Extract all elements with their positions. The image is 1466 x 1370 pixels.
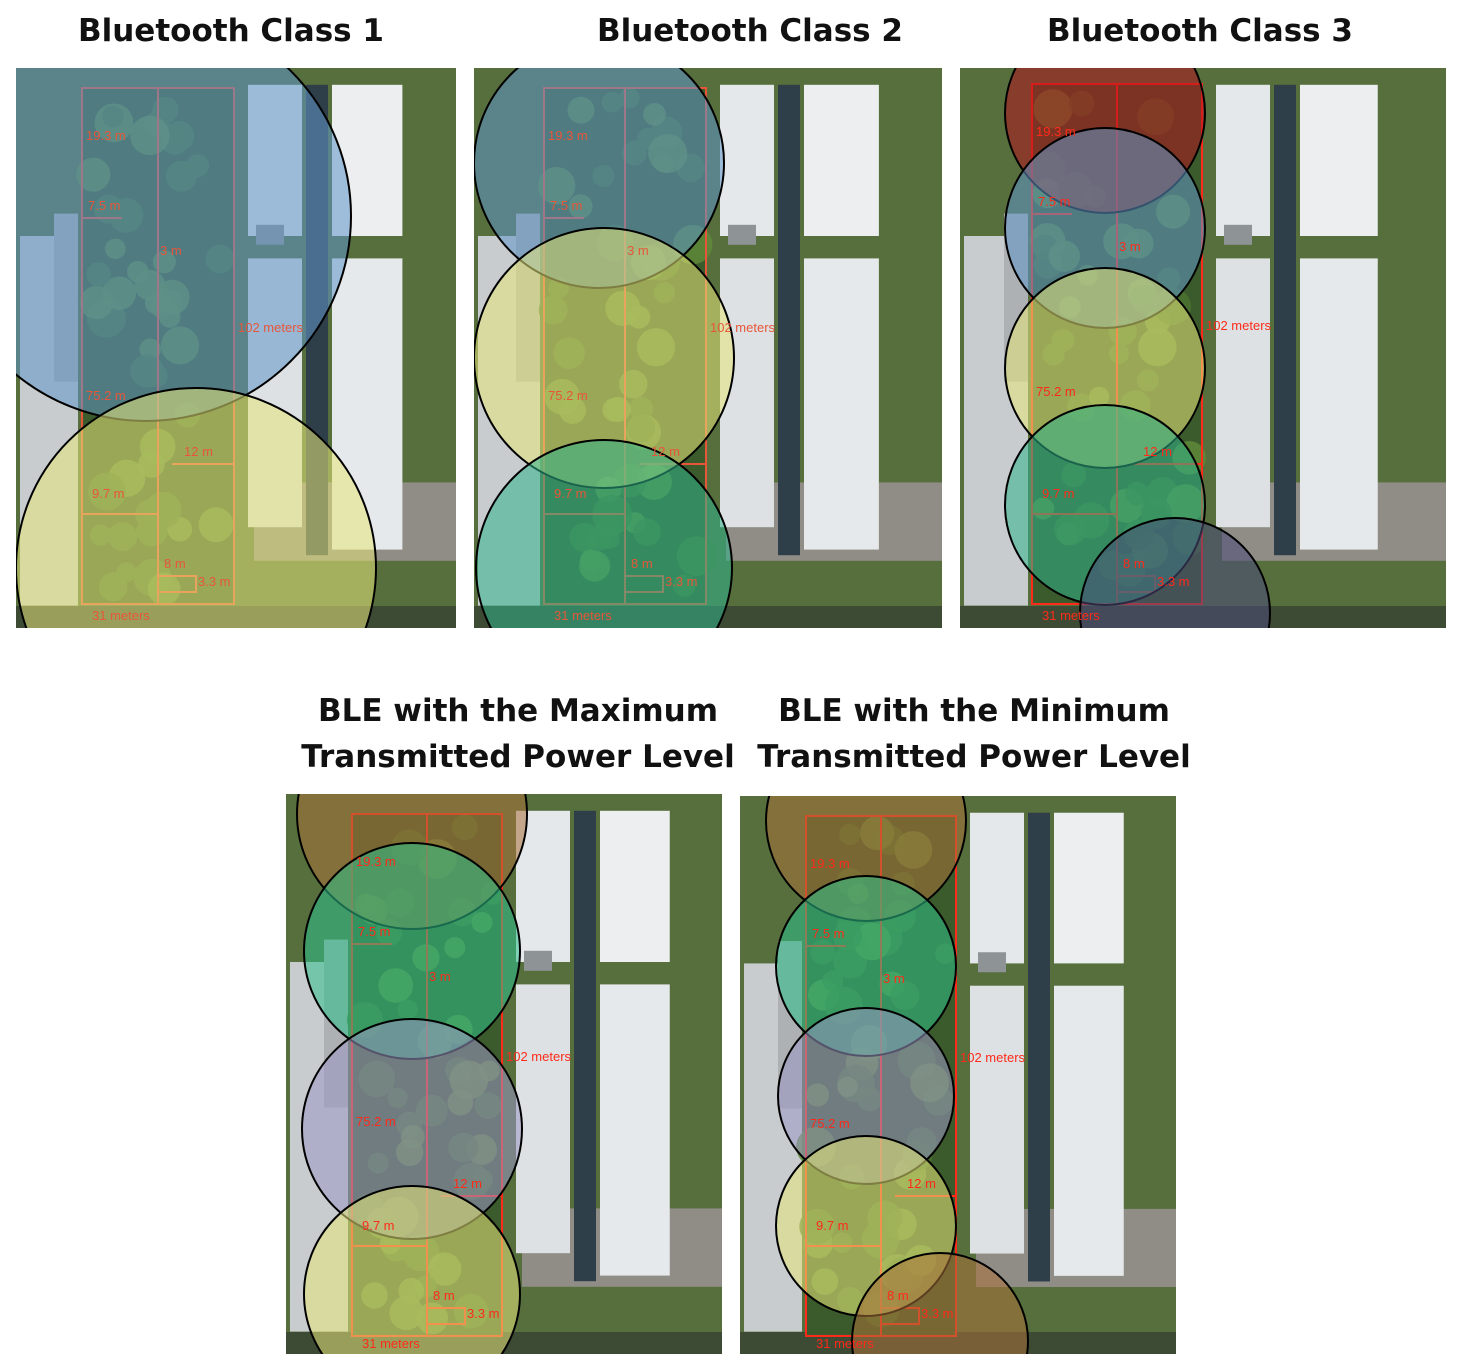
right-building-lower [970,985,1024,1254]
right-building-upper [1216,84,1270,236]
map-panel-class2: 102 meters 31 meters 19.3 m 7.5 m 3 m 75.2 m 1… [474,68,942,628]
measurement-label-length: 102 meters [710,320,776,336]
measurement-label-e: 12 m [1143,444,1172,459]
coverage-circles [296,794,528,1354]
map-panel-class3: 102 meters 31 meters 19.3 m 7.5 m 3 m 75.2 m 1… [960,68,1446,628]
measurement-label-g: 8 m [631,556,653,571]
far-building-upper [804,84,879,236]
measurement-label-f: 9.7 m [92,486,125,501]
measurement-label-width: 31 meters [362,1336,420,1351]
coverage-circles [16,68,377,628]
measurement-label-b: 7.5 m [88,198,121,213]
panel-title-class2: Bluetooth Class 2 [596,13,903,49]
measurement-label-f: 9.7 m [362,1218,395,1233]
measurement-label-b: 7.5 m [358,924,391,939]
panel-title-class1: Bluetooth Class 1 [77,13,384,49]
right-building-upper [970,812,1024,964]
measurement-label-e: 12 m [184,444,213,459]
far-building-lower [804,258,879,550]
solar-strip [574,810,596,1282]
measurement-label-width: 31 meters [816,1336,874,1351]
measurement-label-d: 75.2 m [548,388,588,403]
measurement-label-a: 19.3 m [86,128,126,143]
right-building-lower [516,984,570,1254]
measurement-label-b: 7.5 m [550,198,583,213]
measurement-label-g: 8 m [1123,556,1145,571]
measurement-label-h: 3.3 m [467,1306,500,1321]
measurement-label-width: 31 meters [1042,608,1100,623]
measurement-label-c: 3 m [429,969,451,984]
measurement-label-c: 3 m [160,243,182,258]
aerial-map-svg [960,68,1446,628]
measurement-label-length: 102 meters [960,1050,1026,1065]
coverage-circle-yellow [16,387,377,628]
measurement-label-d: 75.2 m [1036,384,1076,399]
far-building-upper [600,810,670,962]
measurement-label-b: 7.5 m [1038,194,1071,209]
coverage-circle-green [475,439,733,628]
rooftop-unit [728,224,756,245]
rooftop-unit [1224,224,1252,245]
far-building-lower [1054,985,1124,1276]
coverage-circle-brown [851,1252,1029,1354]
measurement-label-a: 19.3 m [1036,124,1076,139]
measurement-label-h: 3.3 m [921,1306,954,1321]
measurement-label-b: 7.5 m [812,926,845,941]
measurement-label-c: 3 m [1119,239,1141,254]
coverage-circles [1004,68,1271,628]
right-building-upper [720,84,774,236]
measurement-label-f: 9.7 m [554,486,587,501]
measurement-label-h: 3.3 m [198,574,231,589]
solar-strip [1274,84,1296,556]
solar-strip [1028,812,1050,1282]
measurement-label-d: 75.2 m [86,388,126,403]
measurement-label-length: 102 meters [238,320,304,336]
coverage-circles [765,796,1029,1354]
coverage-circle-yellow [303,1185,521,1354]
far-building-upper [1054,812,1124,964]
map-panel-ble-max: 102 meters 31 meters 19.3 m 7.5 m 3 m 75.2 m 1… [286,794,722,1354]
map-panel-class1: 102 meters 31 meters 19.3 m 7.5 m 3 m 75.2 m 1… [16,68,456,628]
far-building-upper [1300,84,1378,236]
measurement-label-e: 12 m [907,1176,936,1191]
measurement-label-c: 3 m [883,971,905,986]
aerial-map-svg [474,68,942,628]
measurement-label-f: 9.7 m [816,1218,849,1233]
measurement-label-h: 3.3 m [665,574,698,589]
solar-strip [778,84,800,556]
map-panel-ble-min: 102 meters 31 meters 19.3 m 7.5 m 3 m 75.2 m 1… [740,796,1176,1354]
measurement-label-a: 19.3 m [356,854,396,869]
coverage-circle-navy [1079,517,1271,628]
measurement-label-g: 8 m [887,1288,909,1303]
measurement-label-length: 102 meters [1206,318,1272,333]
measurement-label-a: 19.3 m [810,856,850,871]
panel-title-class3: Bluetooth Class 3 [1046,13,1353,49]
measurement-label-d: 75.2 m [356,1114,396,1129]
measurement-label-length: 102 meters [506,1048,572,1064]
measurement-label-c: 3 m [627,243,649,258]
measurement-label-width: 31 meters [92,608,150,623]
far-building-lower [600,984,670,1276]
right-building-lower [1216,258,1270,528]
rooftop-unit [978,952,1006,973]
rooftop-unit [524,950,552,971]
coverage-circles [474,68,735,628]
aerial-map-svg [16,68,456,628]
measurement-label-e: 12 m [651,444,680,459]
far-building-lower [1300,258,1378,550]
measurement-label-f: 9.7 m [1042,486,1075,501]
measurement-label-d: 75.2 m [810,1116,850,1131]
measurement-label-g: 8 m [164,556,186,571]
measurement-label-e: 12 m [453,1176,482,1191]
measurement-label-a: 19.3 m [548,128,588,143]
aerial-map-svg [286,794,722,1354]
aerial-map-svg [740,796,1176,1354]
measurement-label-width: 31 meters [554,608,612,623]
measurement-label-h: 3.3 m [1157,574,1190,589]
measurement-label-g: 8 m [433,1288,455,1303]
